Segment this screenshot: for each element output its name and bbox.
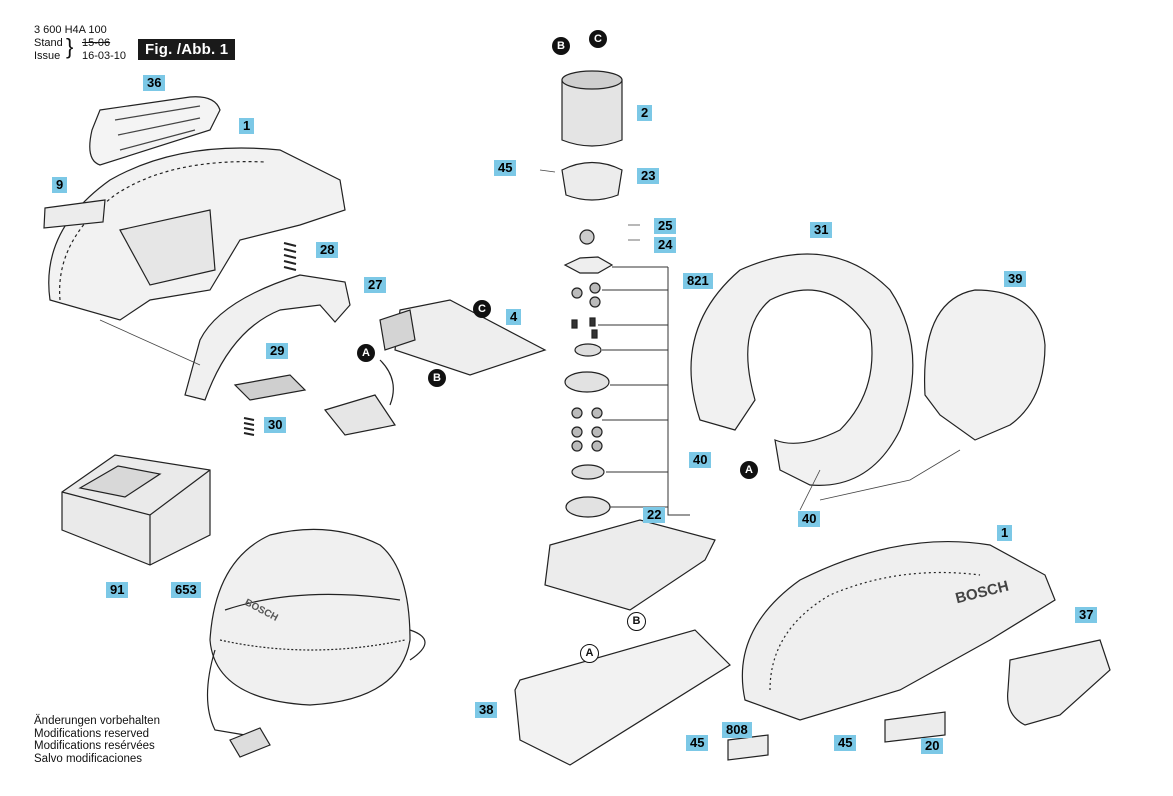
callout-45-top[interactable]: 45 (494, 160, 517, 176)
callout-39[interactable]: 39 (1004, 271, 1027, 287)
callout-1-left[interactable]: 1 (239, 118, 255, 134)
part-29-switch (233, 374, 307, 401)
part-number: 3 600 H4A 100 (34, 24, 107, 36)
callout-808[interactable]: 808 (722, 722, 752, 738)
marker-c-electronics: C (473, 300, 491, 318)
figure-label: Fig. /Abb. 1 (138, 39, 236, 60)
note-line: Modifications reserved (34, 727, 150, 740)
marker-a-shell: A (580, 644, 599, 663)
note-line: Modifications resérvées (34, 740, 155, 752)
callout-9[interactable]: 9 (52, 177, 68, 193)
stand-label: Stand (34, 37, 63, 49)
callout-45-right[interactable]: 45 (834, 735, 857, 751)
part-653-charger (209, 528, 411, 706)
part-gear-housing (544, 519, 716, 611)
part-39-guard (923, 289, 1046, 441)
callout-29[interactable]: 29 (266, 343, 289, 359)
part-27-handle (184, 274, 351, 401)
part-2-motor (561, 79, 623, 147)
marker-b-motor: B (552, 37, 570, 55)
callout-36[interactable]: 36 (143, 75, 166, 91)
callout-28[interactable]: 28 (316, 242, 339, 258)
part-821-ring-gear (565, 496, 611, 518)
callout-30[interactable]: 30 (264, 417, 287, 433)
note-line: Änderungen vorbehalten (34, 715, 160, 727)
part-808-label (727, 734, 769, 761)
callout-23[interactable]: 23 (637, 168, 660, 184)
part-23-bearing-plate (561, 161, 623, 201)
callout-31[interactable]: 31 (810, 222, 833, 238)
part-38-bottom-shell (514, 629, 731, 766)
callout-1-right[interactable]: 1 (997, 525, 1013, 541)
part-20-label (884, 711, 946, 743)
part-1-housing-right (741, 541, 1056, 721)
callout-20[interactable]: 20 (921, 738, 944, 754)
part-821-gear-a (574, 343, 602, 357)
callout-24[interactable]: 24 (654, 237, 677, 253)
marker-b-electronics: B (428, 369, 446, 387)
callout-27[interactable]: 27 (364, 277, 387, 293)
notes: Änderungen vorbehalten Modifications res… (34, 715, 160, 765)
callout-40-b[interactable]: 40 (798, 511, 821, 527)
part-821-carrier (571, 464, 605, 480)
part-821-washer (563, 256, 614, 274)
callout-653[interactable]: 653 (171, 582, 201, 598)
marker-c-motor: C (589, 30, 607, 48)
callout-25[interactable]: 25 (654, 218, 677, 234)
part-4-electronics (394, 299, 547, 376)
brace-icon: } (66, 34, 74, 59)
marker-a-guard: A (740, 461, 758, 479)
callout-45-bottom[interactable]: 45 (686, 735, 709, 751)
callout-22[interactable]: 22 (643, 507, 666, 523)
part-31-guard (690, 253, 914, 486)
new-date: 16-03-10 (82, 50, 127, 62)
callout-38[interactable]: 38 (475, 702, 498, 718)
marker-b-housing: B (627, 612, 646, 631)
part-30-spring (243, 417, 255, 436)
issue-label: Issue (34, 50, 61, 62)
part-37-cover (1007, 639, 1111, 726)
note-line: Salvo modificaciones (34, 752, 143, 765)
part-653-plug (229, 727, 271, 758)
callout-2[interactable]: 2 (637, 105, 653, 121)
old-date: 15-06 (82, 37, 111, 49)
part-821-pinion (579, 229, 595, 245)
part-821-gear-b (564, 371, 610, 393)
marker-a-electronics: A (357, 344, 375, 362)
callout-37[interactable]: 37 (1075, 607, 1098, 623)
callout-91[interactable]: 91 (106, 582, 129, 598)
part-28-spring (283, 242, 297, 271)
callout-821[interactable]: 821 (683, 273, 713, 289)
callout-40-a[interactable]: 40 (689, 452, 712, 468)
part-36-cover (89, 96, 221, 166)
part-9-label (43, 199, 106, 229)
callout-4[interactable]: 4 (506, 309, 522, 325)
